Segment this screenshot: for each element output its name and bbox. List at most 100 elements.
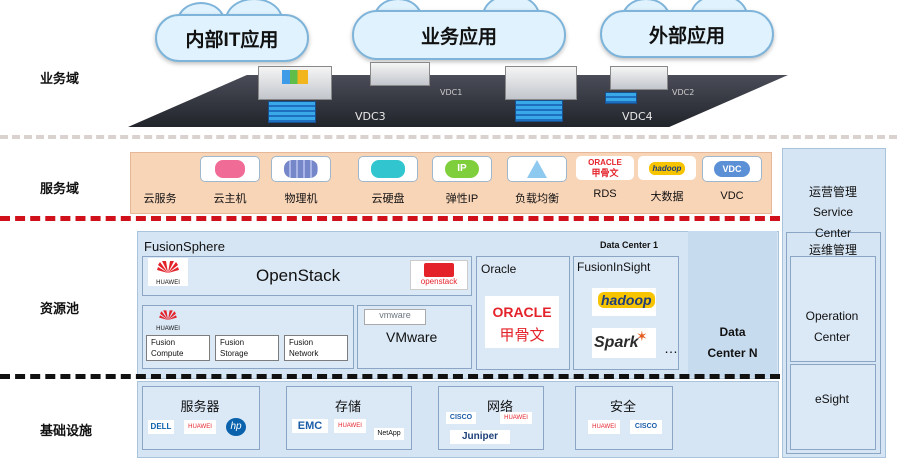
fusion-compute-line1: Fusion — [151, 338, 176, 347]
netapp-logo: NetApp — [374, 428, 404, 440]
openstack-logo: openstack — [410, 260, 468, 290]
datacenter-n-line1: Data — [719, 325, 746, 339]
fusion-network-line2: Network — [289, 349, 319, 358]
oracle-title: Oracle — [481, 262, 517, 276]
huawei-logo-text: HUAWEI — [156, 326, 180, 332]
hadoop-logo: hadoop — [638, 156, 696, 180]
ip-icon-text: IP — [445, 160, 479, 178]
vdc-icon-text: VDC — [714, 161, 750, 177]
more-ellipsis: … — [664, 340, 678, 356]
vmware-label: VMware — [386, 329, 438, 345]
infra-storage-title: 存储 — [334, 399, 361, 414]
cisco-logo: CISCO — [630, 420, 662, 434]
divider-business-service — [0, 135, 897, 139]
huawei-logo: HUAWEI — [500, 412, 532, 424]
service-item-bigdata[interactable]: hadoop 大数据 — [637, 156, 697, 204]
layer-label-resource: 资源池 — [40, 301, 80, 316]
ops-management-title: 运营管理 — [808, 185, 857, 199]
service-item-lb[interactable]: 负载均衡 — [507, 156, 567, 206]
cloud-business: 业务应用 — [352, 0, 566, 60]
vmware-logo: vmware — [364, 309, 426, 325]
service-item-physical[interactable]: 物理机 — [271, 156, 331, 206]
loadbalance-icon — [507, 156, 567, 182]
infra-security-box[interactable] — [575, 386, 673, 450]
service-item-label: 云服务 — [143, 193, 177, 205]
chart-icon — [282, 70, 308, 84]
huawei-logo: HUAWEI — [588, 420, 620, 434]
server-stack-icon — [268, 101, 316, 123]
huawei-logo: HUAWEI — [184, 420, 216, 434]
service-item-rds[interactable]: ORACLE 甲骨文 RDS — [575, 156, 635, 200]
spark-logo-text: Spark — [594, 334, 639, 351]
service-item-label: 云主机 — [213, 193, 247, 205]
service-item-vm[interactable]: 云主机 — [200, 156, 260, 206]
operation-center-line2: Center — [813, 330, 851, 344]
esight-box[interactable] — [790, 364, 876, 450]
hp-logo: hp — [226, 418, 246, 436]
service-item-vdc[interactable]: VDC VDC — [702, 156, 762, 202]
huawei-logo: HUAWEI — [148, 258, 188, 286]
fusioninsight-title: FusionInSight — [577, 260, 651, 274]
cloud-external-label: 外部应用 — [648, 25, 725, 47]
service-item-label: 物理机 — [284, 193, 318, 205]
server-stack-icon — [515, 100, 563, 122]
service-item-label: RDS — [593, 188, 617, 200]
service-item-disk[interactable]: 云硬盘 — [358, 156, 418, 206]
huawei-logo-text: HUAWEI — [156, 280, 180, 286]
vdc2-label: VDC2 — [672, 88, 695, 97]
vdc-icon: VDC — [702, 156, 762, 182]
hadoop-logo-text: hadoop — [648, 161, 686, 175]
service-center-line2: Center — [814, 226, 852, 240]
huawei-logo: HUAWEI — [148, 308, 188, 332]
monitor-icon — [505, 66, 577, 100]
fusionsphere-title: FusionSphere — [144, 239, 225, 254]
divider-service-resource — [0, 216, 780, 221]
service-item-label: 云硬盘 — [371, 193, 405, 205]
cloud-internal-it-label: 内部IT应用 — [185, 29, 279, 51]
emc-logo: EMC — [292, 419, 328, 433]
monitor-icon — [610, 66, 668, 90]
disk-icon — [358, 156, 418, 182]
datacenter-n-column — [688, 231, 777, 377]
oracle-logo-text: ORACLE — [492, 304, 552, 320]
spark-star-icon: ✶ — [636, 328, 648, 344]
service-item-label: VDC — [720, 190, 744, 202]
oracle-logo-text: ORACLE — [588, 158, 622, 167]
fusion-compute-line2: Compute — [151, 349, 184, 358]
layer-label-service: 服务域 — [40, 181, 80, 196]
fusion-storage-line1: Fusion — [220, 338, 245, 347]
layer-label-infra: 基础设施 — [40, 423, 93, 438]
operation-center-line1: Operation — [805, 309, 859, 323]
vdc4-label: VDC4 — [622, 110, 653, 123]
infra-network-title: 网络 — [486, 399, 513, 414]
infra-server-title: 服务器 — [180, 399, 220, 414]
service-item-label: 负载均衡 — [515, 193, 559, 205]
fusion-storage-line2: Storage — [220, 349, 249, 358]
oracle-logo-box — [485, 296, 559, 348]
operation-center-box[interactable] — [790, 256, 876, 362]
service-center-line1: Service — [812, 205, 853, 219]
oracle-logo-cn: 甲骨文 — [499, 327, 545, 344]
juniper-logo: Juniper — [450, 430, 510, 444]
divider-resource-infra — [0, 374, 780, 379]
service-item-cloud: 云服务 — [130, 156, 190, 206]
service-item-label: 弹性IP — [445, 193, 479, 205]
datacenter-1-label: Data Center 1 — [600, 240, 659, 250]
vm-icon — [200, 156, 260, 182]
layer-label-business: 业务域 — [40, 71, 80, 86]
vdc-platform — [128, 75, 788, 127]
vdc1-label: VDC1 — [440, 88, 463, 97]
huawei-logo: HUAWEI — [334, 419, 366, 433]
openstack-label: OpenStack — [256, 266, 341, 285]
openstack-logo-text: openstack — [420, 277, 458, 286]
service-item-eip[interactable]: IP 弹性IP — [432, 156, 492, 206]
esight-label: eSight — [814, 392, 850, 406]
fusion-network-line1: Fusion — [289, 338, 314, 347]
server-stack-icon — [605, 92, 637, 104]
oracle-logo: ORACLE 甲骨文 — [576, 156, 634, 180]
dell-logo: DELL — [148, 420, 174, 434]
monitor-icon — [370, 62, 430, 86]
